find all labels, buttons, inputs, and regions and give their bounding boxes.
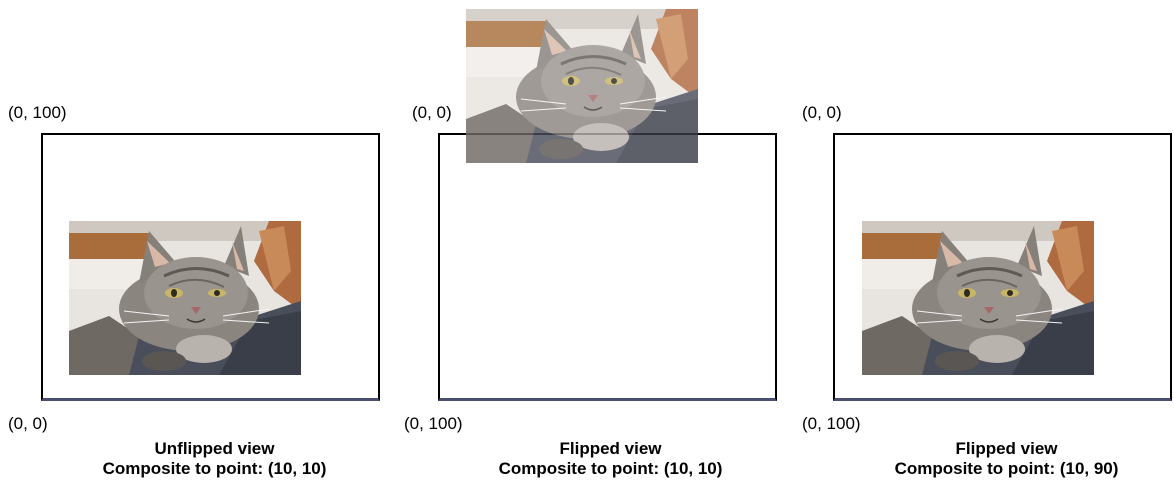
panel-unflipped: (0, 100) (0, 0) Unflipped view Composite… [0,0,391,485]
caption-subtitle: Composite to point: (10, 10) [102,459,327,478]
caption-title: Flipped view [955,439,1058,458]
panel-flipped-point-10-90: (0, 0) (0, 100) Flipped view Composite t… [792,0,1174,485]
cat-photo-graphic [466,9,698,163]
caption: Unflipped view Composite to point: (10, … [19,439,410,479]
caption-subtitle: Composite to point: (10, 90) [894,459,1119,478]
cat-photo-graphic [862,221,1094,375]
top-left-coordinate-label: (0, 100) [8,103,67,122]
view-frame [438,133,777,401]
top-left-coordinate-label: (0, 0) [802,103,842,122]
cat-photo-graphic [69,221,301,375]
caption: Flipped view Composite to point: (10, 10… [415,439,806,479]
cat-image [69,221,301,375]
bottom-left-coordinate-label: (0, 100) [802,414,861,433]
caption-title: Flipped view [559,439,662,458]
top-left-coordinate-label: (0, 0) [412,103,452,122]
caption-title: Unflipped view [154,439,275,458]
caption: Flipped view Composite to point: (10, 90… [811,439,1174,479]
bottom-left-coordinate-label: (0, 0) [8,414,48,433]
panel-flipped-point-10-10: (0, 0) (0, 100) Flipped view Composite t… [398,0,789,485]
caption-subtitle: Composite to point: (10, 10) [498,459,723,478]
cat-image [466,9,698,163]
bottom-left-coordinate-label: (0, 100) [404,414,463,433]
cat-image [862,221,1094,375]
